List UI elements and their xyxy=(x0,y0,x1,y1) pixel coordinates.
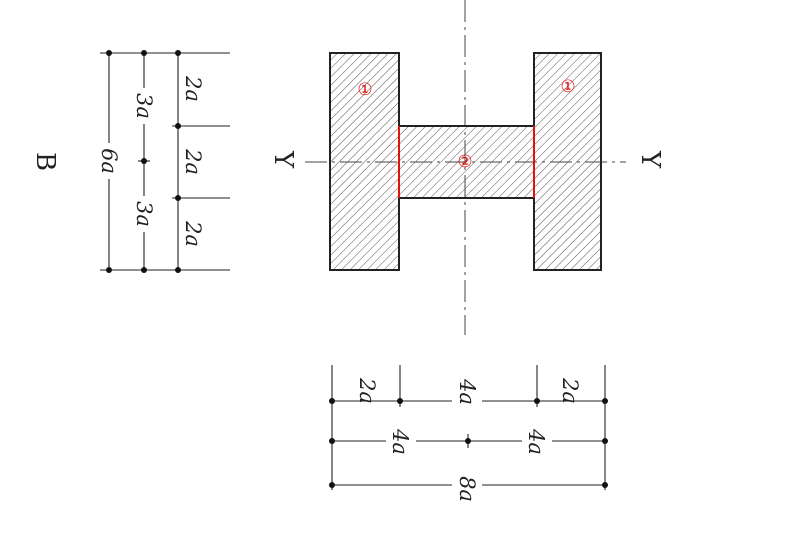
dim-v-inner-bottom: 2a xyxy=(181,220,205,247)
dim-h-row1-right: 2a xyxy=(558,377,582,404)
part-label-flange-left: ① xyxy=(357,80,372,100)
axis-label-y-left: Y xyxy=(268,150,298,169)
horizontal-dimensions xyxy=(329,365,608,508)
vertical-dimensions xyxy=(96,50,230,273)
flange-left xyxy=(329,52,400,271)
dim-h-row3-total: 8a xyxy=(455,476,479,502)
dim-v-middle-bottom: 3a xyxy=(132,201,156,227)
dim-v-middle-top: 3a xyxy=(132,93,156,119)
figure-label: B xyxy=(30,152,60,171)
flange-right xyxy=(533,52,602,271)
dim-h-row1-left: 2a xyxy=(355,377,379,404)
dim-v-inner-middle: 2a xyxy=(181,148,205,175)
dim-h-row2-right: 4a xyxy=(524,428,548,455)
axis-label-y-right: Y xyxy=(635,150,665,169)
dim-h-row1-middle: 4a xyxy=(455,378,479,405)
dim-v-outer: 6a xyxy=(97,148,121,174)
dim-h-row2-left: 4a xyxy=(388,428,412,455)
part-label-web: ② xyxy=(457,152,472,172)
dim-v-inner-top: 2a xyxy=(181,75,205,102)
part-label-flange-right: ① xyxy=(560,77,575,97)
